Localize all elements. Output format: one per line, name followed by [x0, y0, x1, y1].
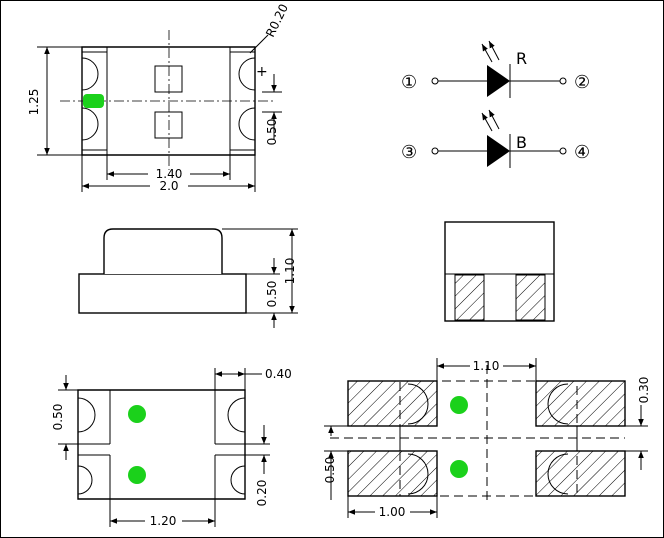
led-dot-top: [128, 405, 146, 423]
pin-1-label: ①: [401, 72, 417, 93]
dim-base-height: 0.50: [265, 281, 279, 308]
dim-fp-pad-height: 0.30: [637, 377, 651, 404]
footprint: 1.10 0.30 0.50 1.00: [323, 358, 651, 519]
dim-total-height: 1.10: [283, 258, 297, 285]
schematic: ① ② R ③ ④ B: [401, 40, 590, 168]
dim-pad-span: 1.20: [150, 514, 177, 528]
pin-4-label: ④: [574, 142, 590, 163]
dim-row-gap: 0.50: [323, 457, 337, 484]
dim-pad-height: 0.20: [255, 480, 269, 507]
radius-label: R0.20: [263, 2, 291, 40]
pin-3-label: ③: [401, 142, 417, 163]
end-view: [444, 221, 555, 322]
pad-bottom-right: [535, 450, 626, 497]
led-dot-fp-top: [450, 396, 468, 414]
dim-height: 1.25: [27, 89, 41, 116]
led-dot-bottom: [128, 466, 146, 484]
side-view: 1.10 0.50: [78, 228, 298, 328]
dim-pad-span: 1.40: [156, 167, 183, 181]
red-channel-label: R: [516, 49, 527, 68]
blue-led-symbol: [487, 135, 510, 167]
dim-pad-length: 1.00: [379, 505, 406, 519]
bottom-view: 0.50 0.40 0.20 1.20: [51, 367, 292, 528]
dim-length: 2.0: [159, 179, 178, 193]
dim-pad-width: 0.40: [265, 367, 292, 381]
dim-pad-spacing: 1.10: [473, 359, 500, 373]
pin-2-label: ②: [574, 72, 590, 93]
pad-top-left: [347, 380, 438, 427]
pad-top-right: [535, 380, 626, 427]
pad-bottom-left: [347, 450, 438, 497]
led-dot-fp-bottom: [450, 460, 468, 478]
blue-channel-label: B: [516, 133, 527, 152]
polarity-mark: [83, 94, 104, 108]
red-led-symbol: [487, 65, 510, 97]
top-view: + R0.20 1.25 0.50 1.40 2.0: [27, 2, 291, 193]
dim-pad-gap: 0.50: [51, 404, 65, 431]
dim-gap: 0.50: [265, 119, 279, 146]
polarity-plus: +: [256, 64, 268, 80]
